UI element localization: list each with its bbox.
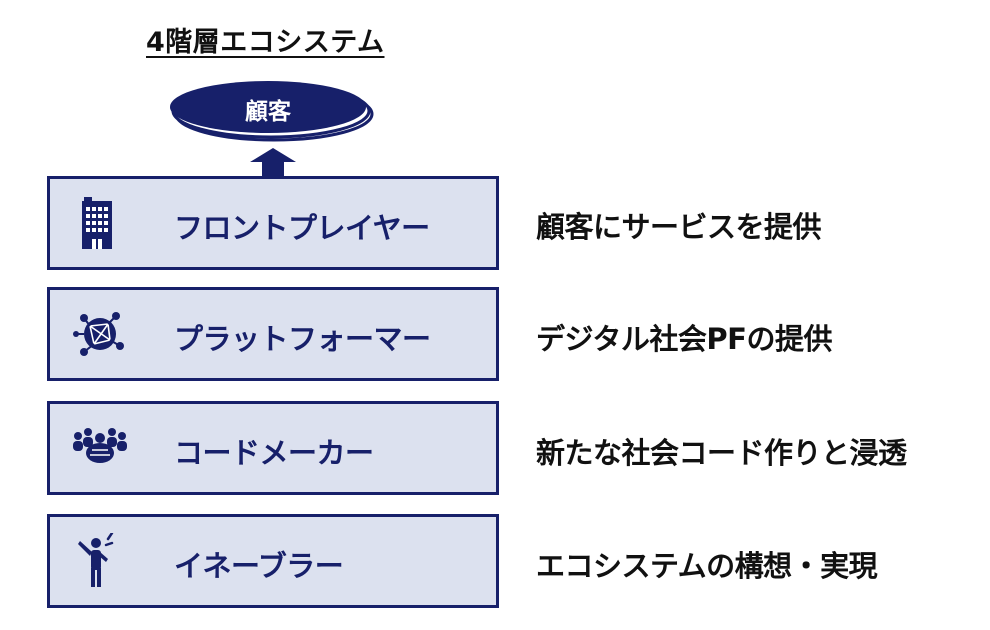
layer-description: 新たな社会コード作りと浸透 — [536, 436, 907, 470]
up-arrow-icon — [250, 148, 296, 176]
network-globe-icon — [73, 312, 124, 356]
layer-front-player: フロントプレイヤー — [47, 176, 499, 270]
layer-description: 顧客にサービスを提供 — [536, 210, 822, 244]
customer-label: 顧客 — [245, 99, 291, 125]
customer-disc: 顧客 — [170, 80, 376, 144]
layer-platformer: プラットフォーマー — [47, 287, 499, 381]
layer-label: コードメーカー — [174, 436, 374, 470]
layer-description: エコシステムの構想・実現 — [536, 549, 878, 583]
layer-label: イネーブラー — [174, 549, 344, 583]
diagram-title: 4階層エコシステム — [146, 27, 385, 58]
person-idea-icon — [78, 533, 114, 587]
layer-description: デジタル社会PFの提供 — [536, 322, 833, 356]
people-group-icon — [73, 428, 127, 463]
stacked-disc-icon — [170, 81, 374, 142]
layer-label: プラットフォーマー — [174, 322, 431, 356]
layer-label: フロントプレイヤー — [174, 211, 430, 245]
layer-enabler: イネーブラー — [47, 514, 499, 608]
office-building-icon — [82, 197, 112, 249]
layer-code-maker: コードメーカー — [47, 401, 499, 495]
